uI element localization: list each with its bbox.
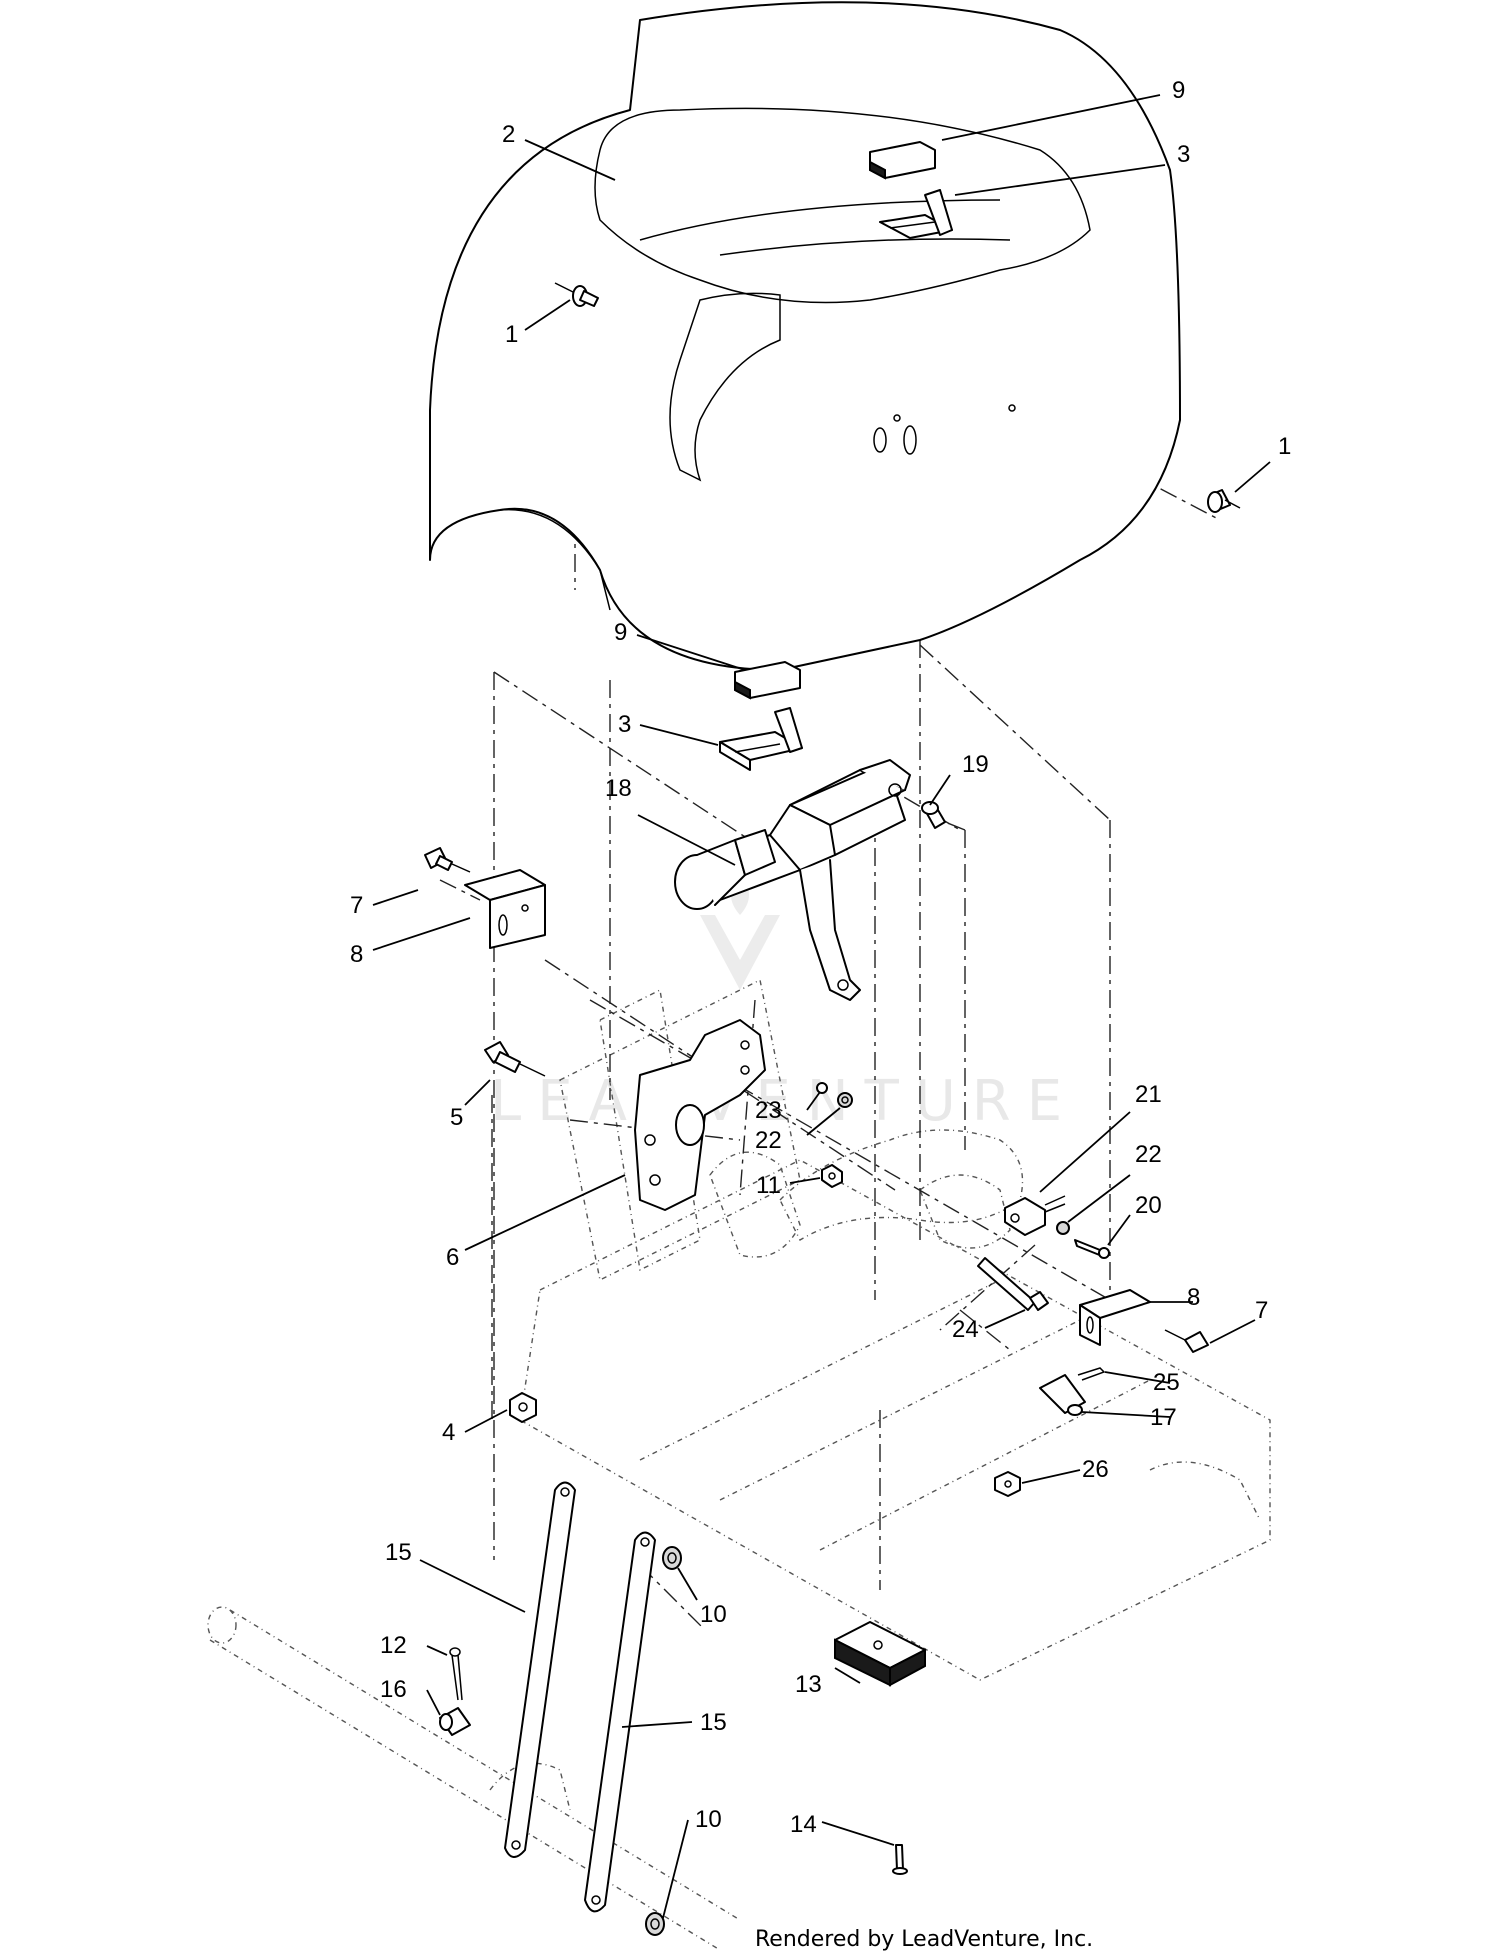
- pin-part-17: [1039, 1374, 1086, 1416]
- link-part-15-left: [504, 1481, 576, 1858]
- callout-1-right: 1: [1278, 433, 1291, 460]
- bracket-part-3-lower: [719, 707, 803, 771]
- rendered-by-footer: Rendered by LeadVenture, Inc.: [755, 1927, 1093, 1952]
- bolt-part-7-left: [424, 847, 471, 873]
- watermark-text: LEADVENTURE: [490, 1069, 1078, 1134]
- callout-labels: 2 9 3 1 1 9 3 18 19 7 8 5 23 22 21 22 11…: [350, 77, 1291, 1838]
- callout-2: 2: [502, 121, 515, 148]
- callout-3-lower: 3: [618, 711, 631, 738]
- block-part-13: [834, 1621, 926, 1687]
- watermark: LEADVENTURE: [490, 875, 1078, 1134]
- callout-14: 14: [790, 1811, 817, 1838]
- cotter-pin-part-25: [1077, 1367, 1106, 1381]
- chassis-frame-ghost: [207, 978, 1271, 1951]
- callout-5: 5: [450, 1104, 463, 1131]
- bolt-part-24: [977, 1257, 1049, 1311]
- callout-9-lower: 9: [614, 619, 627, 646]
- bolt-part-5: [484, 1041, 546, 1077]
- callout-12: 12: [380, 1632, 407, 1659]
- switch-part-21: [1004, 1195, 1066, 1236]
- bracket-part-3-top: [879, 189, 953, 239]
- callout-22-lower: 22: [1135, 1141, 1162, 1168]
- callout-25: 25: [1153, 1369, 1180, 1396]
- bumper-part-9-lower: [734, 661, 801, 700]
- plate-part-6: [634, 1019, 766, 1211]
- callout-1-left: 1: [505, 321, 518, 348]
- callout-18: 18: [605, 775, 632, 802]
- callout-16: 16: [380, 1676, 407, 1703]
- clevis-pin-part-16: [439, 1707, 471, 1736]
- cotter-pin-part-12: [449, 1647, 463, 1701]
- bumper-part-9-top: [869, 141, 936, 180]
- push-pin-part-1-left: [554, 282, 599, 307]
- leader-lines: [372, 94, 1271, 1919]
- callout-3-top: 3: [1177, 141, 1190, 168]
- nut-part-26: [994, 1471, 1021, 1497]
- callout-10-upper: 10: [700, 1601, 727, 1628]
- callout-9-top: 9: [1172, 77, 1185, 104]
- washer-part-22-upper: [837, 1092, 853, 1108]
- bracket-part-8-left: [464, 869, 546, 949]
- callout-7-right: 7: [1255, 1297, 1268, 1324]
- callout-15-right: 15: [700, 1709, 727, 1736]
- nut-part-11: [821, 1164, 843, 1188]
- callout-24: 24: [952, 1316, 979, 1343]
- washer-part-10-lower: [645, 1912, 665, 1936]
- nut-part-4: [509, 1392, 537, 1423]
- callout-6: 6: [446, 1244, 459, 1271]
- push-pin-part-1-right: [1207, 489, 1241, 513]
- screw-part-20: [1074, 1239, 1110, 1259]
- callout-13: 13: [795, 1671, 822, 1698]
- callout-19: 19: [962, 751, 989, 778]
- bolt-part-14: [892, 1844, 908, 1875]
- callout-20: 20: [1135, 1192, 1162, 1219]
- callout-8-left: 8: [350, 941, 363, 968]
- callout-4: 4: [442, 1419, 455, 1446]
- callout-10-lower: 10: [695, 1806, 722, 1833]
- bracket-part-8-right: [1079, 1289, 1151, 1346]
- callout-22-upper: 22: [755, 1127, 782, 1154]
- callout-15-left: 15: [385, 1539, 412, 1566]
- callout-7-left: 7: [350, 892, 363, 919]
- washer-part-10-upper: [662, 1546, 682, 1570]
- lever-part-18: [674, 759, 911, 1001]
- callout-23: 23: [755, 1097, 782, 1124]
- callout-21: 21: [1135, 1081, 1162, 1108]
- bolt-part-7-right: [1164, 1329, 1209, 1353]
- callout-11: 11: [756, 1172, 781, 1199]
- link-part-15-right: [584, 1531, 656, 1913]
- callout-17: 17: [1150, 1404, 1177, 1431]
- spacer-part-19: [921, 801, 946, 829]
- callout-8-right: 8: [1187, 1284, 1200, 1311]
- screw-part-23: [816, 1082, 828, 1094]
- shroud-part-2: [429, 1, 1181, 671]
- callout-26: 26: [1082, 1456, 1109, 1483]
- washer-part-22-lower: [1056, 1221, 1070, 1235]
